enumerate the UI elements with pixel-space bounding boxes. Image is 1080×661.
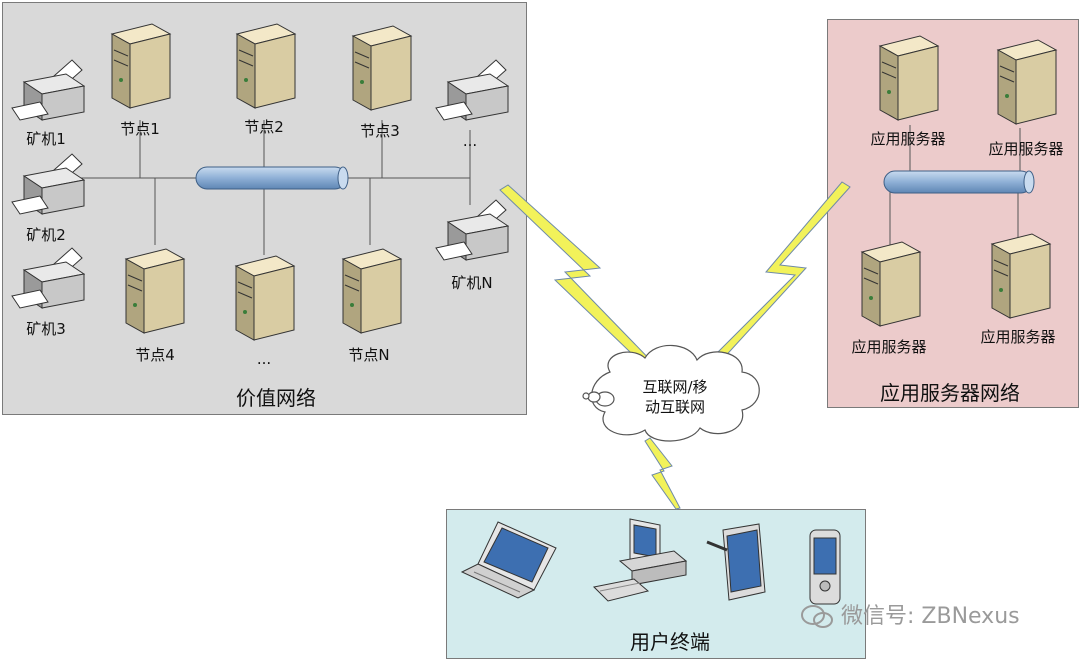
internet-cloud bbox=[582, 344, 760, 442]
node-4-label: 节点4 bbox=[135, 346, 175, 364]
miner-2-printer-icon bbox=[10, 152, 86, 226]
user-terminals-title: 用户终端 bbox=[630, 630, 710, 654]
node-2-label: 节点2 bbox=[244, 118, 284, 136]
node-n-server-icon bbox=[335, 245, 405, 341]
node-4-server-icon bbox=[118, 245, 188, 341]
node-ellipsis-server-icon bbox=[228, 252, 298, 348]
miner-ellipsis-label: ... bbox=[462, 132, 478, 150]
node-n-label: 节点N bbox=[348, 346, 390, 364]
mobile-phone-icon bbox=[800, 528, 850, 612]
app-server-3-icon bbox=[854, 238, 924, 334]
desktop-pc-icon bbox=[590, 515, 690, 619]
internet-line-2: 动互联网 bbox=[644, 398, 705, 416]
app-server-network-title: 应用服务器网络 bbox=[880, 381, 1020, 405]
node-ellipsis-label: ... bbox=[256, 350, 272, 368]
app-server-1-label: 应用服务器 bbox=[870, 130, 946, 148]
app-server-4-label: 应用服务器 bbox=[980, 328, 1056, 346]
wechat-watermark: 微信号: ZBNexus bbox=[800, 598, 1020, 631]
app-network-bus bbox=[883, 170, 1035, 194]
node-1-server-icon bbox=[104, 20, 174, 116]
miner-3-label: 矿机3 bbox=[26, 320, 66, 338]
app-server-2-icon bbox=[990, 36, 1060, 132]
miner-1-printer-icon bbox=[10, 58, 86, 132]
node-1-label: 节点1 bbox=[120, 120, 160, 138]
value-network-bus bbox=[195, 166, 349, 190]
value-network-title: 价值网络 bbox=[236, 386, 316, 410]
miner-ellipsis-printer-icon bbox=[434, 58, 510, 132]
tablet-icon bbox=[705, 520, 770, 609]
miner-n-printer-icon bbox=[434, 198, 510, 272]
internet-cloud-label: 互联网/移 动互联网 bbox=[620, 377, 730, 417]
app-server-2-label: 应用服务器 bbox=[988, 140, 1064, 158]
wechat-icon bbox=[800, 603, 834, 631]
app-server-1-icon bbox=[872, 32, 942, 128]
miner-n-label: 矿机N bbox=[451, 274, 493, 292]
app-server-4-icon bbox=[984, 230, 1054, 326]
watermark-text: 微信号: ZBNexus bbox=[841, 604, 1020, 629]
node-3-server-icon bbox=[345, 22, 415, 118]
app-server-3-label: 应用服务器 bbox=[851, 338, 927, 356]
miner-1-label: 矿机1 bbox=[26, 130, 66, 148]
node-2-server-icon bbox=[229, 20, 299, 116]
laptop-icon bbox=[458, 520, 558, 604]
internet-line-1: 互联网/移 bbox=[642, 378, 708, 396]
miner-2-label: 矿机2 bbox=[26, 226, 66, 244]
miner-3-printer-icon bbox=[10, 246, 86, 320]
node-3-label: 节点3 bbox=[360, 122, 400, 140]
